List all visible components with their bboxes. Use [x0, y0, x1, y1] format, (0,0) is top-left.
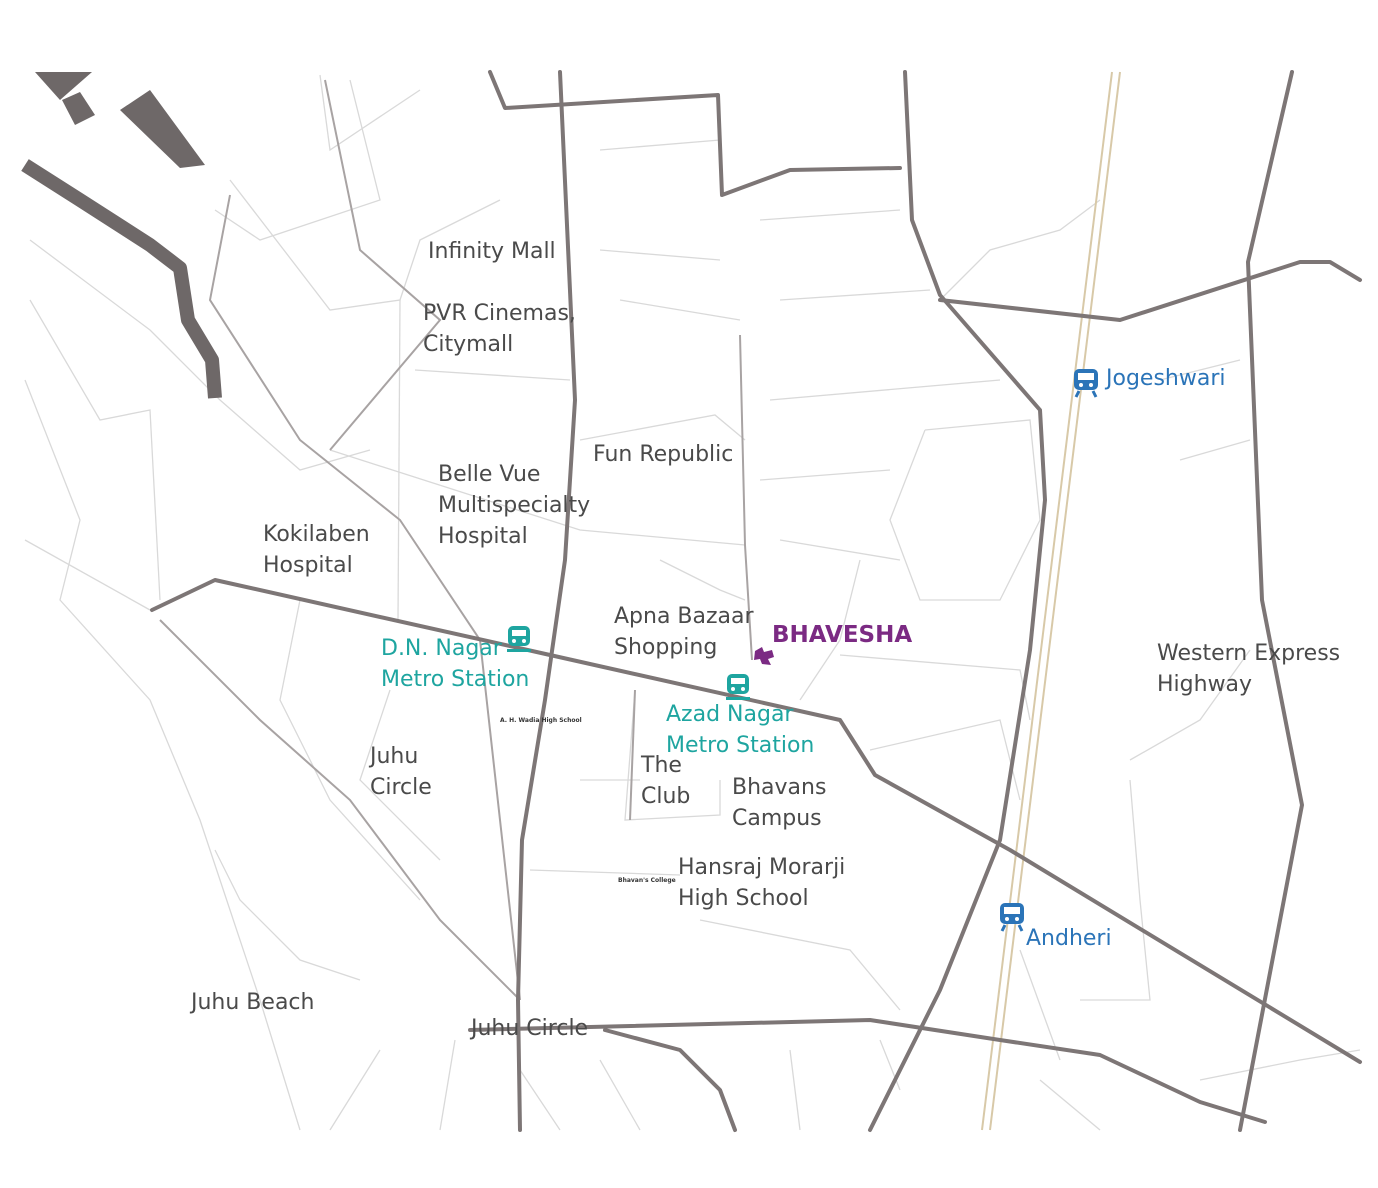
project-name[interactable]: BHAVESHA: [772, 622, 913, 648]
landmark-the-club: The Club: [641, 753, 691, 809]
landmark-infinity-mall: Infinity Mall: [428, 239, 556, 264]
railway-line: [981, 71, 1121, 1131]
landmark-fun-republic: Fun Republic: [593, 442, 734, 467]
small-label-ah-wadia: A. H. Wadia High School: [500, 717, 582, 724]
minor-roads: [24, 74, 1361, 1131]
secondary-roads: [159, 79, 753, 1001]
metro-train-icon: [507, 626, 531, 652]
landmark-western-express-highway: Western Express Highway: [1157, 641, 1341, 697]
landmark-bhavans-campus: Bhavans Campus: [732, 775, 827, 831]
metro-train-icon: [726, 674, 750, 700]
landmark-juhu-beach: Juhu Beach: [191, 990, 315, 1015]
landmark-belle-vue: Belle Vue Multispecialty Hospital: [438, 462, 591, 549]
project-logo-icon: [754, 647, 774, 665]
major-roads: [150, 70, 1362, 1132]
train-icon: [1074, 369, 1098, 398]
landmark-juhu-circle-bottom: Juhu Circle: [471, 1016, 589, 1041]
metro-station-dn-nagar[interactable]: D.N. Nagar Metro Station: [381, 636, 530, 692]
landmark-hansraj-morarji: Hansraj Morarji High School: [678, 855, 846, 911]
landmark-pvr-cinemas: PVR Cinemas, Citymall: [423, 301, 576, 357]
metro-station-azad-nagar[interactable]: Azad Nagar Metro Station: [666, 702, 815, 758]
landmark-kokilaben: Kokilaben Hospital: [263, 522, 370, 578]
railway-station-andheri[interactable]: Andheri: [1026, 926, 1112, 951]
landmark-juhu-circle: Juhu Circle: [370, 744, 432, 800]
landmark-apna-bazaar: Apna Bazaar Shopping: [614, 604, 754, 660]
railway-station-jogeshwari[interactable]: Jogeshwari: [1106, 366, 1226, 391]
small-label-bhavans-college: Bhavan's College: [618, 877, 676, 884]
train-icon: [1000, 903, 1024, 932]
water-body: [21, 72, 222, 399]
